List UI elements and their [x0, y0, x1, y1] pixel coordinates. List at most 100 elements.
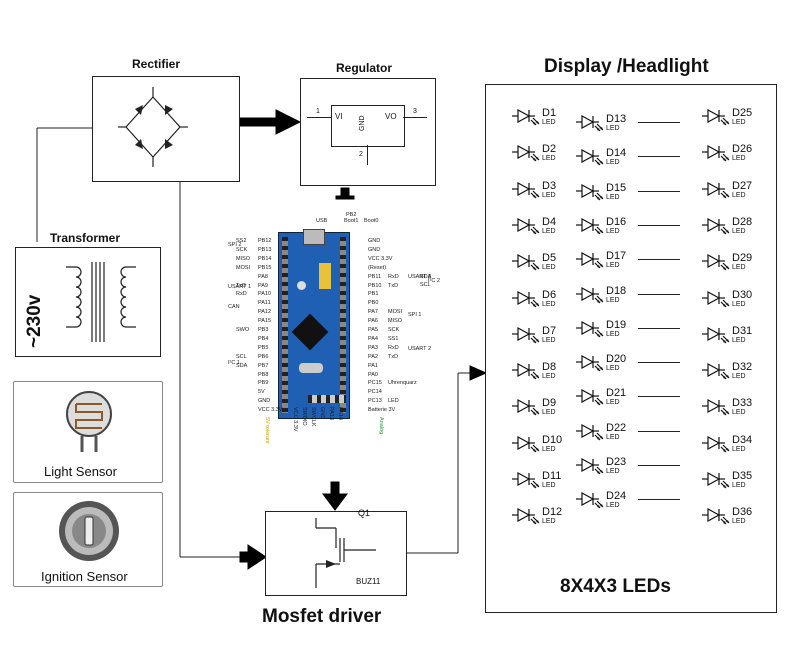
led-diode-icon — [512, 435, 540, 453]
led-label: D15 — [606, 181, 627, 194]
led-label: D30 — [732, 288, 753, 301]
led-sub-label: LED — [606, 193, 620, 201]
led-sub-label: LED — [542, 482, 556, 489]
display-box[interactable] — [485, 84, 777, 613]
mosfet-box[interactable]: Q1 BUZ11 — [265, 508, 407, 596]
mcu-right-group: SCL — [420, 282, 431, 288]
led-diode-icon — [702, 471, 730, 489]
mcu-right-pin: PC15 — [368, 380, 382, 387]
led-diode-icon — [702, 508, 730, 525]
led-diode-icon — [702, 108, 730, 126]
mcu-right-pin: PA7 — [368, 309, 378, 316]
led-chain-dash — [638, 259, 680, 261]
mosfet-ref: Q1 — [358, 508, 371, 518]
ignition-sensor-box[interactable]: Ignition Sensor — [13, 492, 163, 587]
led-label: D23 — [606, 456, 627, 468]
led-label: D18 — [606, 284, 627, 297]
led-label: D10 — [542, 433, 563, 446]
mcu-right-group: USART 3 — [408, 274, 432, 280]
mcu-left-group: SPI 2 — [228, 242, 242, 248]
mosfet-title: Mosfet driver — [262, 606, 382, 627]
led-sub-label: LED — [542, 336, 556, 344]
led-label: D3 — [542, 179, 557, 192]
led-diode-icon — [576, 183, 604, 201]
regulator-chip — [331, 105, 405, 147]
led-diode-icon — [512, 254, 540, 271]
led-label: D11 — [542, 470, 562, 482]
regulator-box[interactable]: 1 3 2 VI VO GND — [300, 78, 436, 186]
led-diode-icon — [702, 435, 730, 453]
light-sensor-box[interactable]: Light Sensor — [13, 381, 163, 483]
regulator-pin3: 3 — [413, 108, 417, 115]
led-chain-dash — [638, 293, 680, 295]
led-label: D27 — [732, 179, 753, 192]
led-diode-icon — [702, 399, 730, 416]
mcu-left-header — [282, 237, 288, 413]
mcu-right-pin: (Reset) — [368, 264, 387, 271]
led-diode-icon — [512, 290, 540, 307]
display-footer: 8X4X3 LEDs — [560, 576, 671, 597]
mcu-right-func: SCK — [388, 327, 400, 333]
led-diode-icon — [512, 399, 540, 416]
regulator-pin2: 2 — [359, 151, 363, 158]
led-chain-dash — [638, 465, 680, 466]
mcu-left-group: USART 1 — [228, 284, 252, 290]
mcu-left-func: MISO — [236, 255, 251, 262]
led-diode-icon — [512, 363, 540, 380]
mcu-left-group: CAN — [228, 304, 240, 310]
mcu-right-pin: PC14 — [368, 389, 382, 396]
led-diode-icon — [702, 181, 730, 199]
mcu-left-func: TxD — [236, 282, 247, 289]
mcu-bottom-pin: GND — [319, 407, 325, 420]
mcu-left-func: MOSI — [236, 264, 251, 271]
led-sub-label: LED — [732, 119, 746, 126]
transformer-box[interactable]: ~230v — [15, 247, 161, 357]
led-label: D7 — [542, 324, 557, 337]
led-label: D32 — [732, 361, 753, 374]
reset-button-icon — [297, 281, 306, 290]
mcu-bottom-pin: VCC 3.3V — [292, 407, 298, 432]
mcu-left-pin: PB7 — [258, 362, 269, 369]
led-label: D12 — [542, 506, 563, 519]
light-sensor-label: Light Sensor — [44, 464, 117, 479]
mcu-top-label: Boot0 — [364, 218, 379, 224]
mcu-right-func: RxD — [388, 344, 399, 351]
mcu-left-pin: PB9 — [258, 380, 269, 387]
led-label: D8 — [542, 361, 557, 374]
led-label: D21 — [606, 387, 627, 400]
led-chain-dash — [638, 396, 680, 398]
led-chain-dash — [638, 362, 680, 364]
led-diode-icon — [576, 114, 604, 132]
led-sub-label: LED — [542, 264, 556, 272]
mcu-left-pin: PB6 — [258, 353, 269, 360]
led-diode-icon — [702, 326, 730, 344]
usb-connector-icon — [303, 229, 325, 245]
led-label: D28 — [732, 215, 753, 228]
mcu-right-func: TxD — [388, 282, 399, 289]
led-sub-label: LED — [732, 373, 746, 381]
mcu-left-pin: PA10 — [258, 291, 272, 298]
mcu-left-pin: 5V — [258, 389, 265, 396]
rectifier-box[interactable] — [92, 76, 240, 182]
